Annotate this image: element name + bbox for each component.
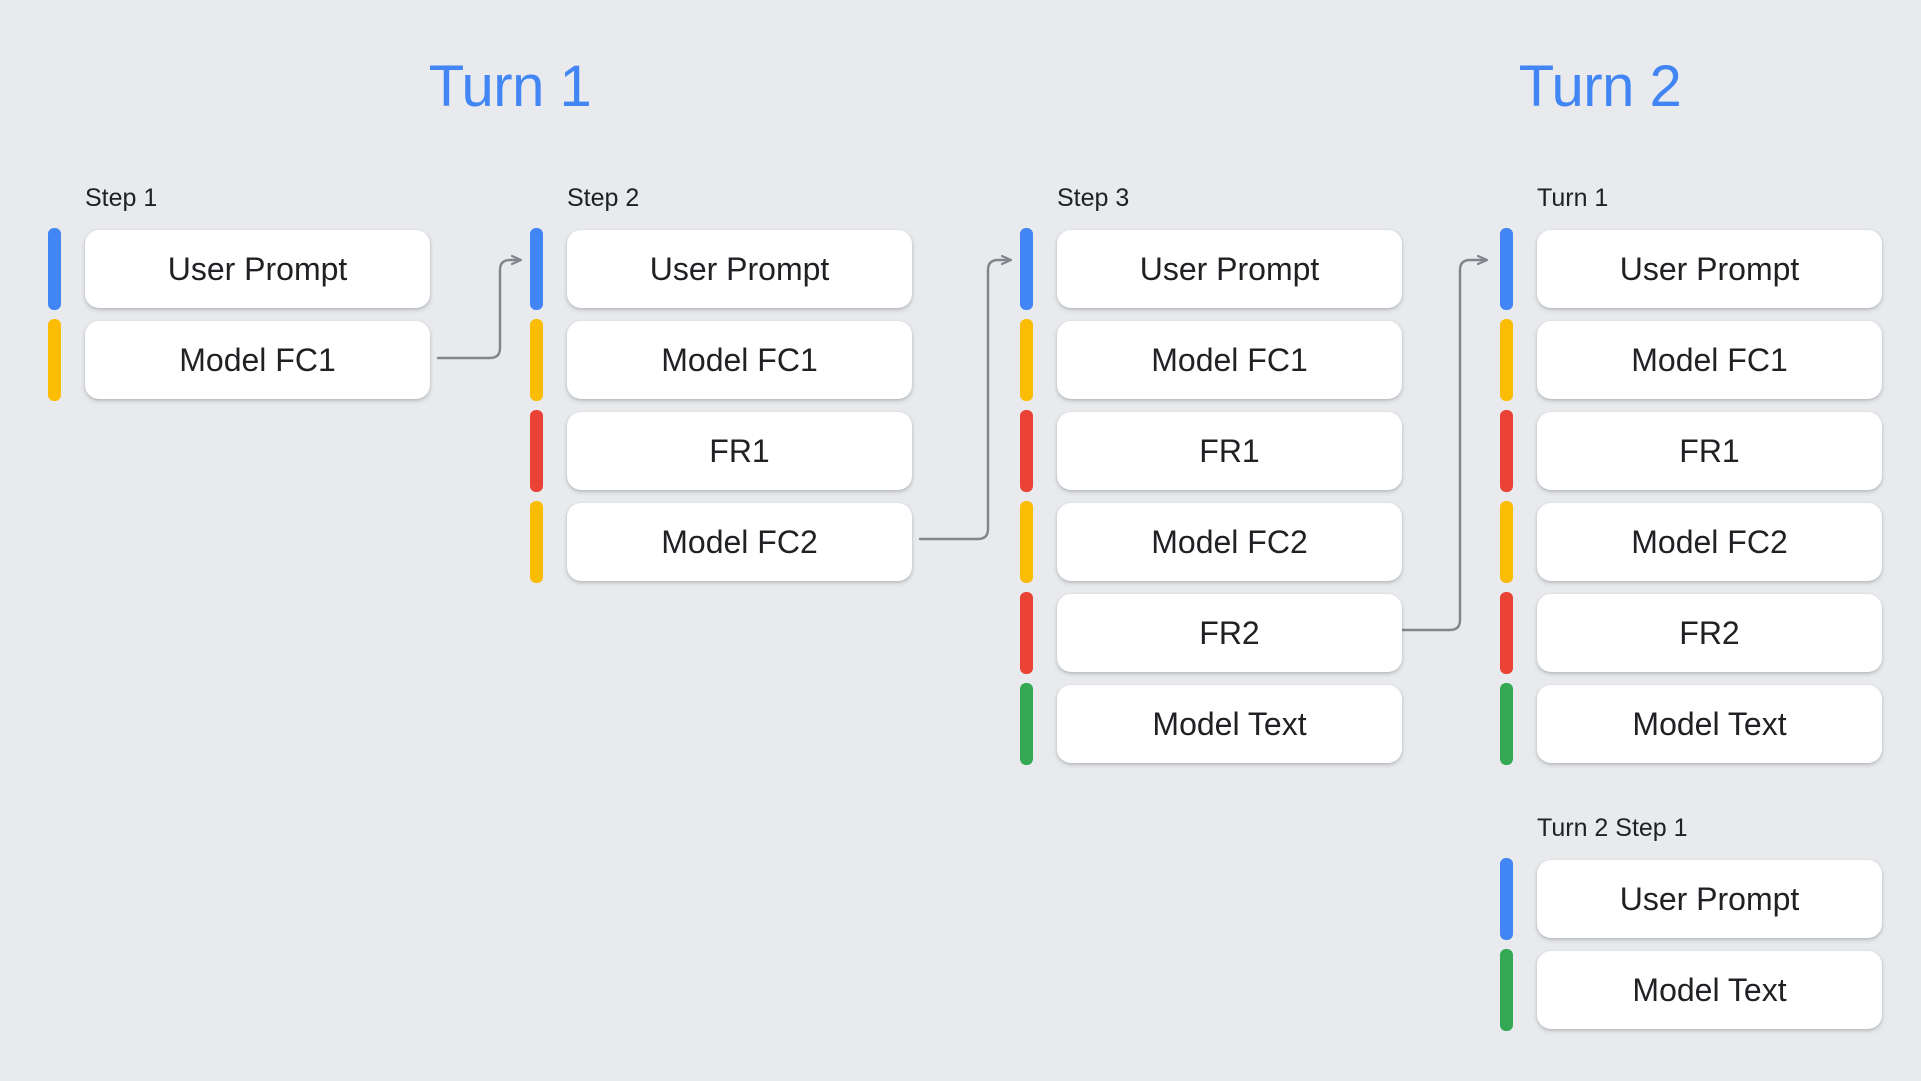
message-card-label: Model FC2 <box>661 524 818 560</box>
type-bar-red <box>1500 410 1513 492</box>
list-item[interactable]: Model FC1 <box>1500 319 1882 401</box>
list-item[interactable]: Model FC2 <box>1020 501 1402 583</box>
list-item[interactable]: FR2 <box>1500 592 1882 674</box>
list-item[interactable]: Model FC1 <box>48 319 430 401</box>
message-card[interactable]: User Prompt <box>1057 230 1402 308</box>
list-item[interactable]: Model FC2 <box>530 501 912 583</box>
message-card-label: FR1 <box>709 433 770 469</box>
type-bar-yellow <box>1020 501 1033 583</box>
message-card-label: Model FC2 <box>1151 524 1308 560</box>
message-card[interactable]: User Prompt <box>567 230 912 308</box>
column-label-turn-1-history: Turn 1 <box>1537 184 1609 212</box>
message-card-label: FR1 <box>1679 433 1740 469</box>
message-card[interactable]: FR1 <box>1057 412 1402 490</box>
message-card[interactable]: Model Text <box>1537 685 1882 763</box>
list-item[interactable]: User Prompt <box>48 228 430 310</box>
message-card[interactable]: Model FC1 <box>1057 321 1402 399</box>
type-bar-green <box>1500 683 1513 765</box>
type-bar-yellow <box>48 319 61 401</box>
message-card[interactable]: Model FC2 <box>567 503 912 581</box>
list-item[interactable]: Model Text <box>1500 949 1882 1031</box>
type-bar-blue <box>1020 228 1033 310</box>
arrow-step1-to-step2 <box>436 260 520 360</box>
message-card[interactable]: FR2 <box>1537 594 1882 672</box>
message-card-label: Model FC1 <box>1151 342 1308 378</box>
type-bar-yellow <box>1500 319 1513 401</box>
message-card[interactable]: User Prompt <box>1537 230 1882 308</box>
list-item[interactable]: User Prompt <box>1500 228 1882 310</box>
type-bar-blue <box>1500 228 1513 310</box>
list-item[interactable]: User Prompt <box>530 228 912 310</box>
list-item[interactable]: FR2 <box>1020 592 1402 674</box>
turn-2-heading: Turn 2 <box>1518 54 1682 119</box>
type-bar-red <box>1500 592 1513 674</box>
type-bar-blue <box>48 228 61 310</box>
list-item[interactable]: FR1 <box>1500 410 1882 492</box>
type-bar-yellow <box>530 319 543 401</box>
column-label-turn-2-step-1: Turn 2 Step 1 <box>1537 814 1688 842</box>
turn-1-heading: Turn 1 <box>428 54 592 119</box>
list-item[interactable]: Model Text <box>1500 683 1882 765</box>
message-card[interactable]: FR1 <box>567 412 912 490</box>
column-label-step-2: Step 2 <box>567 184 640 212</box>
message-card-label: User Prompt <box>649 251 830 287</box>
message-card-label: Model FC2 <box>1631 524 1788 560</box>
list-item[interactable]: Model FC1 <box>530 319 912 401</box>
list-item[interactable]: Model FC2 <box>1500 501 1882 583</box>
type-bar-yellow <box>530 501 543 583</box>
list-item[interactable]: User Prompt <box>1500 858 1882 940</box>
message-card[interactable]: Model FC1 <box>85 321 430 399</box>
arrow-step3-to-turn1 <box>1398 260 1486 632</box>
message-card[interactable]: Model FC2 <box>1537 503 1882 581</box>
message-card-label: Model FC1 <box>179 342 336 378</box>
message-card-label: User Prompt <box>167 251 348 287</box>
message-card-label: Model Text <box>1632 706 1787 742</box>
type-bar-yellow <box>1020 319 1033 401</box>
message-card[interactable]: Model FC2 <box>1057 503 1402 581</box>
message-card[interactable]: User Prompt <box>85 230 430 308</box>
type-bar-blue <box>530 228 543 310</box>
list-item[interactable]: Model FC1 <box>1020 319 1402 401</box>
message-card-label: Model FC1 <box>661 342 818 378</box>
message-card-label: User Prompt <box>1139 251 1320 287</box>
type-bar-yellow <box>1500 501 1513 583</box>
message-card[interactable]: Model FC1 <box>567 321 912 399</box>
arrow-step2-to-step3 <box>918 260 1010 541</box>
type-bar-red <box>530 410 543 492</box>
message-card-label: FR1 <box>1199 433 1260 469</box>
message-card-label: Model FC1 <box>1631 342 1788 378</box>
message-card-label: Model Text <box>1152 706 1307 742</box>
list-item[interactable]: User Prompt <box>1020 228 1402 310</box>
message-card-label: FR2 <box>1199 615 1260 651</box>
type-bar-red <box>1020 410 1033 492</box>
message-card[interactable]: Model Text <box>1057 685 1402 763</box>
message-card[interactable]: Model Text <box>1537 951 1882 1029</box>
message-card[interactable]: User Prompt <box>1537 860 1882 938</box>
message-card[interactable]: Model FC1 <box>1537 321 1882 399</box>
message-card-label: FR2 <box>1679 615 1740 651</box>
type-bar-red <box>1020 592 1033 674</box>
type-bar-green <box>1020 683 1033 765</box>
list-item[interactable]: FR1 <box>530 410 912 492</box>
message-card-label: Model Text <box>1632 972 1787 1008</box>
column-label-step-1: Step 1 <box>85 184 158 212</box>
message-card[interactable]: FR2 <box>1057 594 1402 672</box>
message-card-label: User Prompt <box>1619 251 1800 287</box>
message-card-label: User Prompt <box>1619 881 1800 917</box>
type-bar-green <box>1500 949 1513 1031</box>
list-item[interactable]: Model Text <box>1020 683 1402 765</box>
type-bar-blue <box>1500 858 1513 940</box>
list-item[interactable]: FR1 <box>1020 410 1402 492</box>
column-label-step-3: Step 3 <box>1057 184 1130 212</box>
message-card[interactable]: FR1 <box>1537 412 1882 490</box>
